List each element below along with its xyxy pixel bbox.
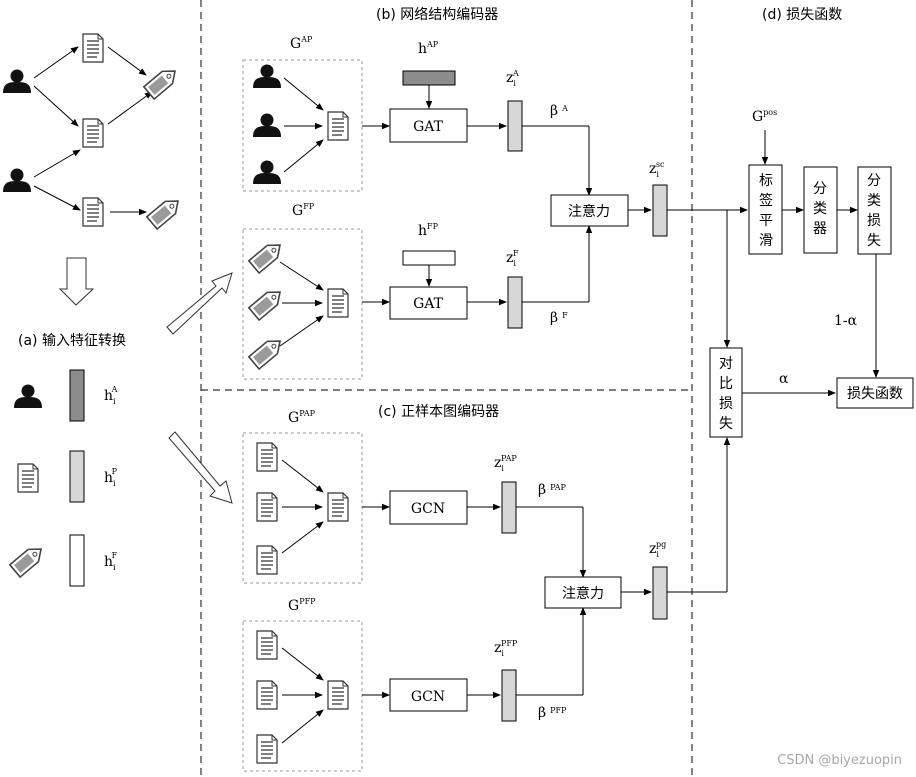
label-one-minus-alpha: 1-α (834, 313, 858, 329)
feature-bar-h-ap (402, 70, 456, 86)
user-icon (253, 160, 281, 184)
attention-label-c: 注意力 (562, 585, 604, 602)
paper-icon (327, 492, 349, 522)
section-a-title: (a) 输入特征转换 (18, 332, 126, 349)
legend-label-paper: hiP (104, 467, 118, 488)
graph-box-pap (242, 432, 363, 584)
legend-bar-author (69, 369, 85, 422)
paper-icon (327, 680, 349, 710)
paper-icon (256, 492, 278, 522)
label-h-ap: hAP (418, 40, 439, 57)
field-tag-icon (248, 334, 286, 370)
label-g-pos: Gpos (752, 108, 777, 125)
embedding-bar-z-pfp (501, 669, 517, 722)
hollow-arrow-up-right-icon (166, 272, 233, 335)
contrastive-loss-text: 对比损失 (719, 356, 733, 432)
label-smoothing-text: 标签平滑 (759, 173, 773, 249)
gat-box-top (389, 108, 468, 143)
embedding-bar-z-sc (652, 184, 668, 237)
loss-function-text: 损失函数 (847, 386, 903, 402)
label-z-sc: zisc (649, 160, 665, 179)
label-h-fp: hFP (418, 222, 439, 239)
label-g-fp: GFP (292, 202, 315, 219)
embedding-bar-z-f (507, 276, 523, 329)
label-g-ap: GAP (290, 35, 313, 52)
classifier-box (803, 166, 838, 254)
paper-icon (256, 680, 278, 710)
label-z-f: ziF (506, 249, 519, 268)
label-g-pfp: GPFP (288, 597, 316, 614)
loss-function-box (836, 377, 914, 409)
field-tag-icon (143, 64, 181, 100)
attention-box-c (544, 576, 622, 609)
user-icon (3, 168, 31, 192)
user-icon (253, 64, 281, 88)
section-d-title: (d) 损失函数 (762, 7, 842, 23)
contrastive-loss-box (709, 347, 743, 438)
embedding-bar-z-pg (652, 566, 668, 620)
label-z-pfp: ziPFP (494, 639, 518, 658)
attention-label-b: 注意力 (568, 203, 610, 220)
gat-box-bottom (389, 286, 468, 320)
embedding-bar-z-pap (501, 481, 517, 534)
classification-loss-box (857, 166, 892, 255)
gcn-box-top (389, 490, 468, 525)
paper-icon (327, 288, 349, 318)
label-z-a: ziA (506, 69, 519, 88)
paper-icon (256, 545, 278, 575)
paper-icon (82, 197, 104, 227)
field-tag-icon (248, 285, 286, 321)
gcn-label-bottom: GCN (411, 689, 445, 705)
paper-icon (256, 630, 278, 660)
hollow-arrow-down-right-icon (168, 431, 233, 504)
paper-icon (17, 463, 39, 493)
legend-bar-paper (69, 450, 85, 503)
section-b-title: (b) 网络结构编码器 (376, 7, 498, 23)
label-smoothing-box (748, 164, 783, 255)
legend-label-field: hiF (104, 551, 118, 572)
graph-box-ap (242, 59, 363, 192)
attention-box-b (550, 194, 629, 227)
embedding-bar-z-a (507, 100, 523, 152)
field-tag-icon (9, 542, 47, 578)
label-z-pap: ziPAP (494, 454, 517, 473)
gcn-label-top: GCN (411, 501, 445, 517)
legend: hiA hiP hiF (9, 369, 118, 587)
field-tag-icon (146, 194, 184, 230)
watermark: CSDN @biyezuopin (777, 753, 902, 768)
paper-icon (256, 734, 278, 764)
label-z-pg: zipg (649, 540, 666, 559)
paper-icon (327, 111, 349, 141)
user-icon (14, 384, 42, 408)
label-g-pap: GPAP (288, 409, 316, 426)
paper-icon (256, 442, 278, 472)
panel-a-graph (3, 33, 184, 230)
graph-box-fp (242, 228, 363, 380)
classification-loss-text: 分类损失 (867, 173, 881, 249)
feature-bar-h-fp (402, 250, 456, 266)
section-c-title: (c) 正样本图编码器 (378, 404, 499, 420)
user-icon (253, 113, 281, 137)
hollow-arrow-down-icon (58, 257, 95, 306)
legend-bar-field (69, 534, 85, 587)
paper-icon (82, 33, 104, 63)
paper-icon (82, 118, 104, 148)
gat-label-top: GAT (413, 119, 444, 135)
graph-box-pfp (242, 620, 363, 772)
legend-label-author: hiA (104, 385, 118, 406)
field-tag-icon (248, 238, 286, 274)
user-icon (3, 69, 31, 93)
label-alpha: α (779, 371, 789, 387)
gat-label-bottom: GAT (413, 296, 444, 312)
classifier-text: 分类器 (813, 181, 827, 237)
